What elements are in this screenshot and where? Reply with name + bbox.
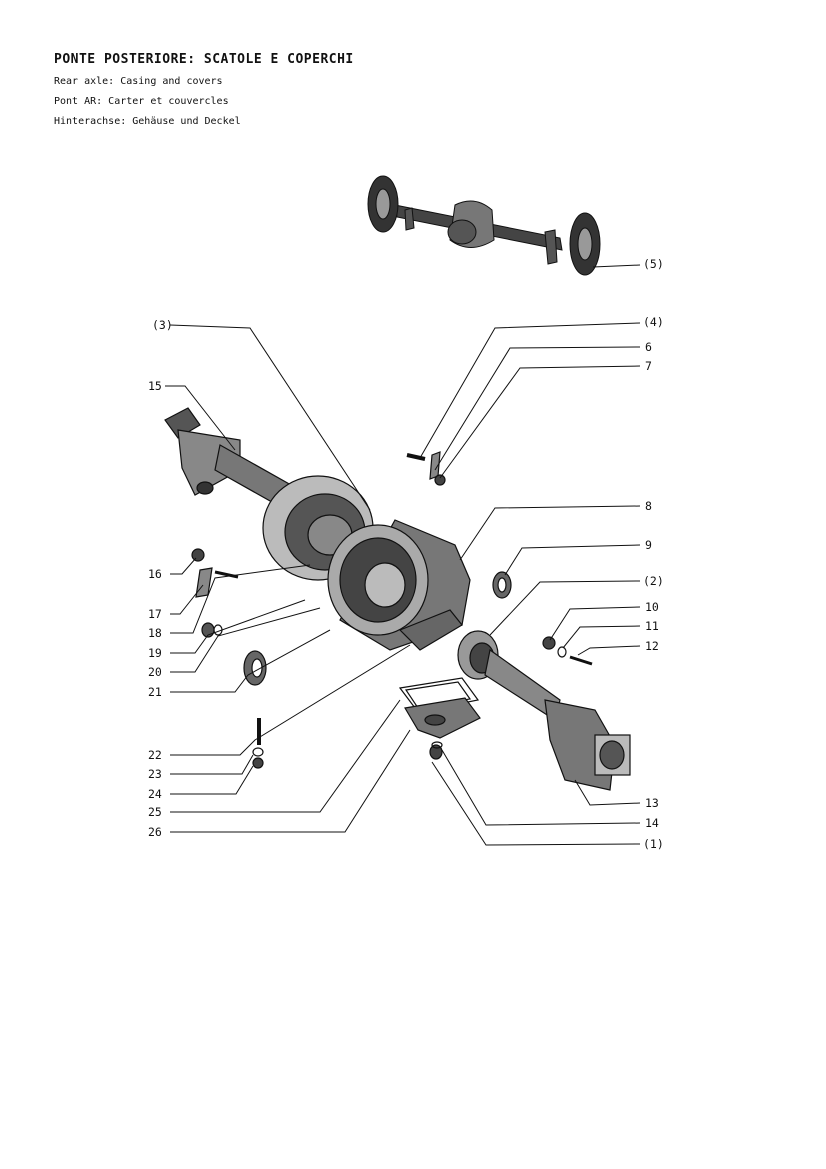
callout-11: 11 bbox=[645, 619, 659, 633]
stud-18 bbox=[214, 570, 239, 579]
subtitle-french: Pont AR: Carter et couvercles bbox=[54, 96, 229, 107]
differential-housing bbox=[327, 519, 471, 651]
callout-5: (5) bbox=[643, 257, 664, 271]
callout-22: 22 bbox=[148, 748, 162, 762]
nut-7 bbox=[434, 474, 446, 486]
callout-12: 12 bbox=[645, 639, 659, 653]
subtitle-german: Hinterachse: Gehäuse und Deckel bbox=[54, 116, 241, 127]
callout-21: 21 bbox=[148, 685, 162, 699]
nut-16 bbox=[191, 548, 205, 562]
callout-9: 9 bbox=[645, 538, 652, 552]
callout-23: 23 bbox=[148, 767, 162, 781]
callout-1: (1) bbox=[643, 837, 664, 851]
callout-17: 17 bbox=[148, 607, 162, 621]
callout-25: 25 bbox=[148, 805, 162, 819]
callout-20: 20 bbox=[148, 665, 162, 679]
nut-10 bbox=[542, 636, 556, 650]
callout-6: 6 bbox=[645, 340, 652, 354]
washer-11 bbox=[557, 646, 567, 658]
cover-and-gasket bbox=[398, 677, 481, 760]
right-axle-tube bbox=[457, 630, 631, 791]
callout-15: 15 bbox=[148, 379, 162, 393]
page-title: PONTE POSTERIORE: SCATOLE E COPERCHI bbox=[54, 52, 354, 67]
callout-18: 18 bbox=[148, 626, 162, 640]
washer-14 bbox=[431, 741, 443, 749]
callout-10: 10 bbox=[645, 600, 659, 614]
small-parts bbox=[191, 451, 593, 769]
callout-labels: (5) (3) (4) 6 7 15 8 9 (2) 10 11 12 16 1… bbox=[148, 257, 664, 851]
washer-23 bbox=[252, 747, 264, 757]
stud-4 bbox=[406, 453, 426, 461]
callout-14: 14 bbox=[645, 816, 659, 830]
callout-4: (4) bbox=[643, 315, 664, 329]
callout-16: 16 bbox=[148, 567, 162, 581]
callout-19: 19 bbox=[148, 646, 162, 660]
stud-12 bbox=[569, 655, 593, 666]
callout-13: 13 bbox=[645, 796, 659, 810]
callout-24: 24 bbox=[148, 787, 162, 801]
callout-3: (3) bbox=[152, 318, 173, 332]
leader-lines bbox=[165, 264, 641, 846]
nut-24 bbox=[252, 757, 264, 769]
drain-plug-1 bbox=[429, 744, 443, 760]
callout-26: 26 bbox=[148, 825, 162, 839]
assembled-axle-thumbnail bbox=[367, 175, 601, 276]
subtitle-english: Rear axle: Casing and covers bbox=[54, 76, 223, 87]
callout-8: 8 bbox=[645, 499, 652, 513]
left-axle-tube bbox=[164, 407, 301, 516]
callout-2: (2) bbox=[643, 574, 664, 588]
callout-7: 7 bbox=[645, 359, 652, 373]
